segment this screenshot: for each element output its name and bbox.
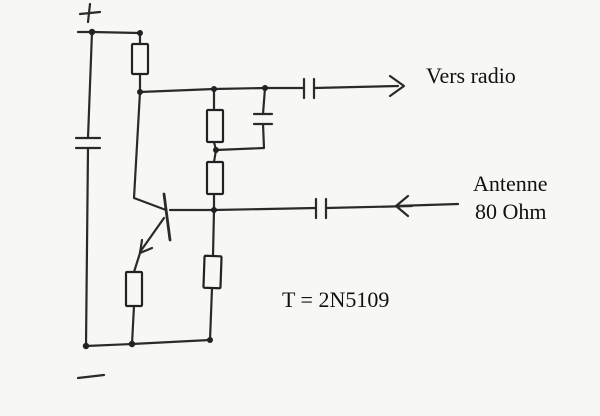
impedance-label: 80 Ohm [475, 199, 547, 224]
top-supply-wire [76, 30, 142, 35]
junction-dots [82, 28, 268, 350]
divider-resistor-1 [205, 108, 225, 144]
divider-resistor-3 [202, 254, 223, 290]
output-label: Vers radio [426, 63, 516, 88]
left-supply-wire [84, 30, 94, 348]
output-coupling-capacitor [302, 77, 316, 100]
collector-to-transistor-wire [132, 90, 168, 212]
emitter-wire [130, 251, 142, 346]
antenna-label: Antenne [473, 171, 548, 196]
divider-wire-lower [208, 208, 216, 342]
trim-capacitor [252, 112, 274, 126]
antenna-lead-wire [394, 202, 460, 208]
transistor-label: T = 2N5109 [282, 287, 390, 312]
output-arrow [388, 74, 406, 98]
collector-output-wire [138, 84, 400, 94]
trim-capacitor-wire [214, 86, 267, 152]
collector-resistor [130, 42, 150, 76]
base-input-wire [168, 204, 414, 212]
bottom-ground-wire [84, 338, 212, 348]
positive-terminal-symbol [78, 2, 102, 24]
divider-resistor-2 [205, 160, 225, 196]
input-coupling-capacitor [314, 197, 328, 220]
negative-terminal-symbol [76, 373, 106, 380]
emitter-resistor [124, 270, 144, 308]
decoupling-capacitor [74, 136, 102, 150]
